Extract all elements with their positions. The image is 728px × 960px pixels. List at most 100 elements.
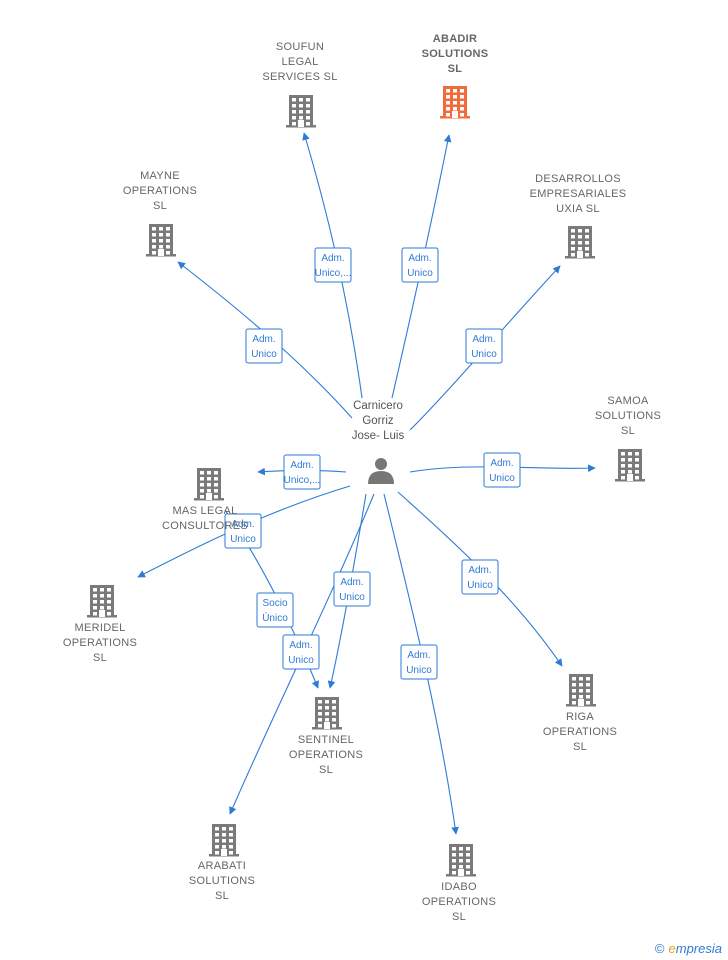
relation-label-box bbox=[282, 634, 320, 670]
relation-label-box bbox=[333, 571, 371, 607]
company-node-meridel[interactable]: MERIDEL OPERATIONS SL bbox=[63, 585, 137, 664]
relation-label-text: Adm. bbox=[408, 253, 431, 264]
relation-label-text: Adm. bbox=[490, 458, 513, 469]
relation-label-text: Unico bbox=[467, 580, 493, 591]
building-icon[interactable] bbox=[312, 697, 342, 730]
building-icon[interactable] bbox=[440, 86, 470, 119]
company-name-line: CONSULTORES bbox=[162, 520, 248, 532]
company-name-line: SL bbox=[452, 911, 466, 923]
company-name-line: SL bbox=[153, 200, 167, 212]
relation-label-mayne[interactable]: Adm.Unico bbox=[245, 328, 283, 364]
relation-label-riga[interactable]: Adm.Unico bbox=[461, 559, 499, 595]
building-icon[interactable] bbox=[446, 844, 476, 877]
company-name-line: OPERATIONS bbox=[123, 185, 197, 197]
brand-name: mpresia bbox=[675, 941, 722, 956]
relation-label-box bbox=[224, 513, 262, 549]
company-name-line: ARABATI bbox=[198, 860, 246, 872]
company-node-soufun[interactable]: SOUFUN LEGAL SERVICES SL bbox=[262, 41, 337, 128]
company-name-line: MAYNE bbox=[140, 170, 180, 182]
relation-label-text: Unico bbox=[471, 349, 497, 360]
building-icon[interactable] bbox=[194, 468, 224, 501]
relation-label-text: Unico bbox=[288, 655, 314, 666]
relation-label-box bbox=[256, 592, 294, 628]
footer-brand: ©empresia bbox=[655, 941, 722, 956]
company-name-line: SAMOA bbox=[607, 395, 649, 407]
relation-label-desarrollos[interactable]: Adm. Unico bbox=[465, 328, 503, 364]
relation-label-text: Unico bbox=[489, 473, 515, 484]
company-name-line: EMPRESARIALES bbox=[530, 188, 627, 200]
relation-label-text: Adm. bbox=[407, 650, 430, 661]
company-node-idabo[interactable]: IDABO OPERATIONS SL bbox=[422, 844, 496, 923]
company-node-arabati[interactable]: ARABATI SOLUTIONS SL bbox=[189, 824, 255, 902]
company-name-line: DESARROLLOS bbox=[535, 173, 621, 185]
building-icon[interactable] bbox=[209, 824, 239, 857]
building-icon[interactable] bbox=[146, 224, 176, 257]
relation-label-text: Adm. bbox=[472, 334, 495, 345]
relation-label-sentinel[interactable]: Adm.Unico bbox=[333, 571, 371, 607]
copyright-symbol: © bbox=[654, 941, 665, 956]
company-name-line: SL bbox=[448, 63, 463, 75]
company-name-line: OPERATIONS bbox=[543, 726, 617, 738]
company-node-mayne[interactable]: MAYNE OPERATIONS SL bbox=[123, 170, 197, 257]
relation-label-text: Adm. bbox=[321, 253, 344, 264]
company-name-line: SOLUTIONS bbox=[189, 875, 255, 887]
company-name-line: UXIA SL bbox=[556, 203, 600, 215]
relation-label-box bbox=[401, 247, 439, 283]
relation-label-abadir[interactable]: Adm.Unico bbox=[401, 247, 439, 283]
company-name-line: RIGA bbox=[566, 711, 594, 723]
relation-label-text: Único bbox=[262, 611, 288, 624]
company-node-desarrollos[interactable]: DESARROLLOS EMPRESARIALES UXIA SL bbox=[530, 173, 627, 259]
relation-label-text: Socio bbox=[262, 598, 287, 609]
company-name-line: SENTINEL bbox=[298, 734, 354, 746]
company-node-riga[interactable]: RIGA OPERATIONS SL bbox=[543, 674, 617, 753]
company-name-line: OPERATIONS bbox=[289, 749, 363, 761]
person-name-line: Carnicero bbox=[353, 400, 403, 412]
relation-label-box bbox=[400, 644, 438, 680]
building-icon[interactable] bbox=[565, 226, 595, 259]
company-name-line: SL bbox=[93, 652, 107, 664]
relation-label-idabo[interactable]: Adm.Unico bbox=[400, 644, 438, 680]
company-name-line: ABADIR bbox=[433, 33, 478, 45]
company-name-line: SL bbox=[573, 741, 587, 753]
brand-initial: e bbox=[668, 941, 676, 956]
relation-label-text: Unico,... bbox=[315, 268, 352, 279]
company-name-line: IDABO bbox=[441, 881, 477, 893]
relation-label-box bbox=[314, 247, 352, 283]
company-name-line: SL bbox=[215, 890, 229, 902]
building-icon[interactable] bbox=[566, 674, 596, 707]
building-icon[interactable] bbox=[286, 95, 316, 128]
relation-label-samoa[interactable]: Adm. Unico bbox=[483, 452, 521, 488]
building-icon[interactable] bbox=[615, 449, 645, 482]
person-icon bbox=[368, 458, 394, 484]
relation-label-box bbox=[245, 328, 283, 364]
company-name-line: OPERATIONS bbox=[422, 896, 496, 908]
relation-label-meridel[interactable]: Adm.Unico bbox=[224, 513, 262, 549]
relation-label-text: Unico bbox=[230, 534, 256, 545]
company-name-line: MAS LEGAL bbox=[172, 505, 237, 517]
company-name-line: SOUFUN bbox=[276, 41, 324, 53]
relation-label-sentinel[interactable]: Adm.Unico bbox=[282, 634, 320, 670]
relation-label-box bbox=[283, 454, 321, 490]
company-node-maslegal[interactable]: MAS LEGAL CONSULTORES bbox=[162, 468, 248, 532]
company-name-line: OPERATIONS bbox=[63, 637, 137, 649]
relation-label-text: Adm. bbox=[340, 577, 363, 588]
relation-label-text: Unico,... bbox=[284, 475, 321, 486]
relation-label-maslegal[interactable]: Adm. Unico,... bbox=[283, 454, 321, 490]
company-node-sentinel[interactable]: SENTINEL OPERATIONS SL bbox=[289, 697, 363, 776]
company-name-line: SOLUTIONS bbox=[595, 410, 661, 422]
company-name-line: SERVICES SL bbox=[262, 71, 337, 83]
company-name-line: SL bbox=[319, 764, 333, 776]
building-icon[interactable] bbox=[87, 585, 117, 618]
person-name-line: Jose- Luis bbox=[352, 430, 405, 442]
relation-label-box bbox=[483, 452, 521, 488]
company-name-line: LEGAL bbox=[282, 56, 319, 68]
relation-label-soufun[interactable]: Adm. Unico,... bbox=[314, 247, 352, 283]
company-name-line: MERIDEL bbox=[75, 622, 126, 634]
relation-label-text: Adm. bbox=[290, 460, 313, 471]
